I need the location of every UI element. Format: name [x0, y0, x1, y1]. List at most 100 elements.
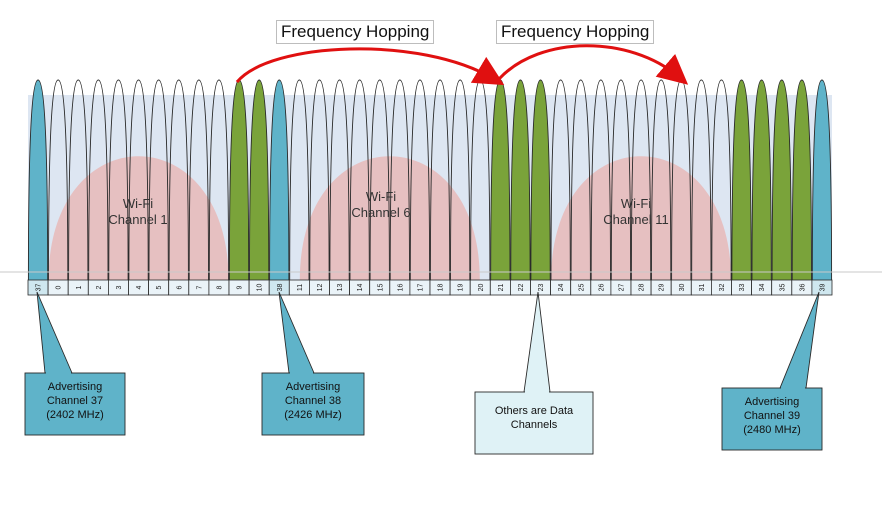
callout-advertising-38: Advertising Channel 38 (2426 MHz)	[262, 380, 364, 422]
callout-box-data-pointer	[523, 291, 551, 393]
callout-box-37	[24, 372, 126, 436]
channel-number-6: 6	[176, 285, 183, 289]
channel-number-5: 5	[156, 285, 163, 289]
channel-lobe-17	[409, 79, 431, 281]
channel-lobe-5	[148, 79, 169, 281]
channel-number-38: 38	[277, 284, 284, 292]
callout-38-line3: (2426 MHz)	[284, 409, 342, 421]
channel-number-2: 2	[96, 285, 103, 289]
channel-number-31: 31	[699, 284, 706, 292]
channel-number-27: 27	[618, 284, 625, 292]
wifi-channel-6-label: Wi-Fi Channel 6	[331, 189, 431, 221]
channel-lobe-32	[711, 79, 732, 281]
channel-lobe-28	[630, 79, 652, 281]
channel-number-26: 26	[598, 284, 605, 292]
callout-data-line1: Others are Data	[494, 405, 574, 417]
channel-lobe-38	[269, 79, 290, 281]
channel-lobe-22	[510, 79, 531, 281]
channel-number-24: 24	[558, 284, 565, 292]
wifi-channel-1-line2: Channel 1	[108, 212, 168, 227]
channel-number-22: 22	[518, 284, 525, 292]
callout-37-line2: Channel 37	[46, 395, 104, 407]
frequency-hopping-label-1: Frequency Hopping	[276, 20, 435, 44]
channel-lobe-16	[389, 79, 410, 281]
wifi-band-channel-6	[299, 156, 480, 280]
channel-lobe-18	[429, 79, 451, 281]
callout-data-channels: Others are Data Channels	[475, 404, 593, 432]
channel-lobe-24	[550, 79, 571, 281]
channel-number-34: 34	[759, 284, 766, 292]
channel-number-15: 15	[377, 284, 384, 292]
callout-38-line1: Advertising	[285, 381, 341, 393]
channel-lobe-19	[450, 79, 471, 281]
channel-number-37: 37	[36, 284, 43, 292]
channel-number-10: 10	[257, 284, 264, 292]
channel-number-36: 36	[799, 284, 806, 292]
channel-lobe-35	[771, 79, 792, 281]
wifi-channel-11-label: Wi-Fi Channel 11	[586, 196, 686, 228]
channel-lobe-15	[369, 79, 390, 281]
channel-number-32: 32	[719, 284, 726, 292]
wifi-channel-1-line1: Wi-Fi	[122, 196, 154, 211]
wifi-channel-11-line1: Wi-Fi	[620, 196, 652, 211]
channel-lobe-26	[590, 79, 611, 281]
channel-lobe-1	[68, 79, 89, 281]
channel-lobe-37	[27, 79, 49, 281]
wifi-channel-6-line1: Wi-Fi	[365, 189, 397, 204]
callout-box-38	[261, 372, 365, 436]
channel-number-21: 21	[498, 284, 505, 292]
wifi-channel-11-line2: Channel 11	[603, 212, 669, 227]
channel-number-14: 14	[357, 284, 364, 292]
channel-lobe-34	[751, 79, 772, 281]
callout-38-line2: Channel 38	[284, 395, 342, 407]
channel-lobe-6	[168, 79, 189, 281]
channel-number-3: 3	[116, 285, 123, 289]
channel-lobe-2	[88, 79, 109, 281]
channel-lobe-39	[811, 79, 833, 281]
channel-lobe-23	[530, 79, 551, 281]
channel-number-20: 20	[478, 284, 485, 292]
callout-37-line3: (2402 MHz)	[46, 409, 104, 421]
channel-number-11: 11	[297, 284, 304, 291]
wifi-channel-6-line2: Channel 6	[351, 205, 411, 220]
channel-lobe-10	[249, 79, 270, 281]
hop-arrow-1	[235, 47, 505, 86]
callout-39-line2: Channel 39	[743, 410, 801, 422]
callout-advertising-37: Advertising Channel 37 (2402 MHz)	[25, 380, 125, 422]
channel-number-35: 35	[779, 284, 786, 292]
callout-37-line1: Advertising	[47, 381, 103, 393]
callout-box-37-pointer	[36, 291, 73, 374]
channel-number-18: 18	[438, 284, 445, 292]
channel-number-7: 7	[196, 285, 203, 289]
channel-lobe-31	[691, 79, 712, 281]
channel-number-17: 17	[417, 284, 424, 292]
wifi-channel-1-label: Wi-Fi Channel 1	[88, 196, 188, 228]
channel-number-28: 28	[639, 284, 646, 292]
channel-number-13: 13	[337, 284, 344, 292]
callout-39-line3: (2480 MHz)	[743, 424, 801, 436]
channel-number-33: 33	[739, 284, 746, 292]
callout-39-line1: Advertising	[744, 396, 800, 408]
channel-lobe-25	[570, 79, 591, 281]
callout-advertising-39: Advertising Channel 39 (2480 MHz)	[722, 395, 822, 437]
channel-number-39: 39	[819, 284, 826, 292]
channel-lobe-4	[128, 79, 149, 281]
callout-box-data	[474, 391, 594, 455]
channel-number-25: 25	[578, 284, 585, 292]
channel-number-8: 8	[216, 285, 223, 289]
channel-lobe-12	[309, 79, 330, 281]
channel-number-4: 4	[136, 285, 143, 289]
callout-box-39-pointer	[779, 291, 820, 389]
channel-number-12: 12	[317, 284, 324, 292]
channel-number-9: 9	[237, 285, 244, 289]
channel-lobe-7	[188, 79, 209, 281]
channel-number-19: 19	[458, 284, 465, 292]
channel-number-30: 30	[679, 284, 686, 292]
wifi-band-channel-11	[551, 156, 732, 280]
callout-box-38-pointer	[278, 291, 315, 374]
callout-data-line2: Channels	[510, 419, 558, 431]
channel-number-23: 23	[538, 284, 545, 292]
channel-number-0: 0	[56, 285, 63, 289]
channel-box-39	[811, 279, 833, 296]
